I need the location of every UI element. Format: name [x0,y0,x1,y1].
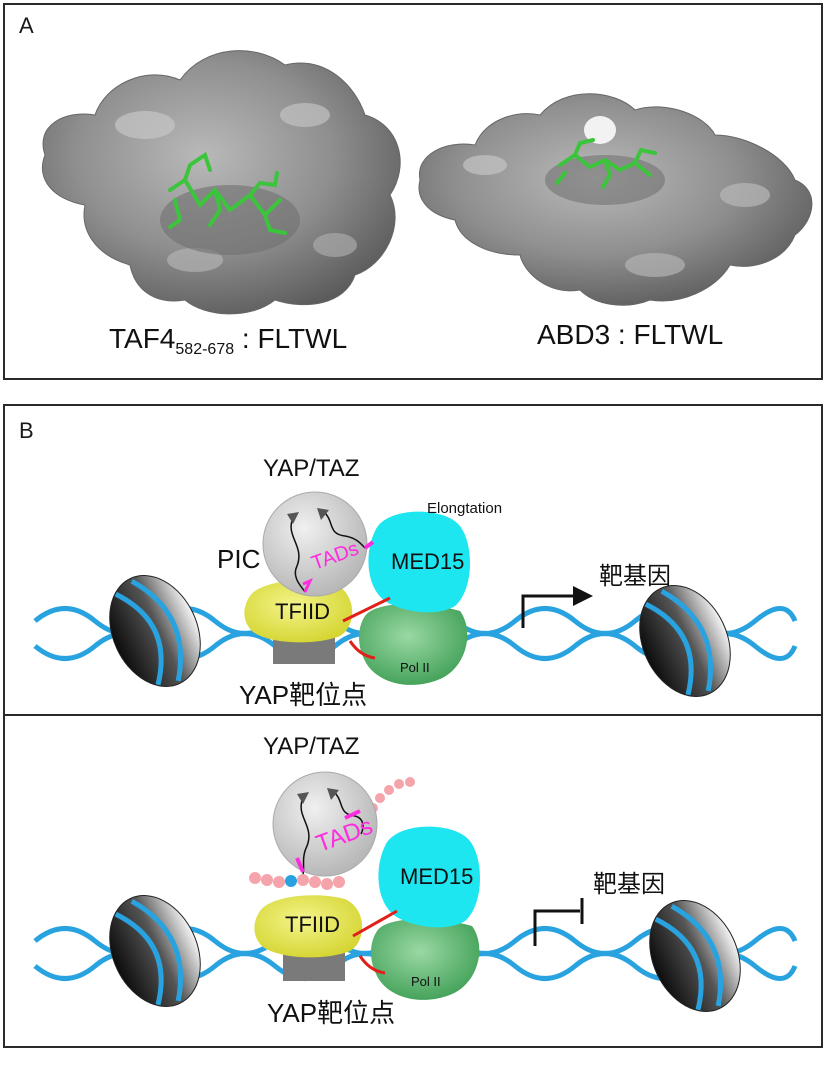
panel-b-divider [5,714,821,716]
yap-chains-top [290,510,366,593]
target-gene-label-top: 靶基因 [599,563,671,590]
nucleosome-left-bottom [109,895,201,1007]
panel-a-letter: A [19,13,34,38]
med15-label-top: MED15 [391,549,464,574]
taf4-ligand [168,151,287,235]
elongation-label: Elongtation [427,500,502,517]
med15-label-bottom: MED15 [400,864,473,889]
pol2-bottom [371,919,480,1000]
chain-head-2-bottom [327,788,339,800]
link-tfiid-pol2-bottom [358,955,386,975]
yap-taz-label-top: YAP/TAZ [263,455,359,482]
pol2-top [359,604,468,685]
chain-head-1-bottom [297,792,309,804]
med15-bottom [378,826,481,928]
panel-b-diagram: YAP/TAZ PIC TADs MED15 Elongtation TFIID… [33,455,798,1028]
tfiid-label-bottom: TFIID [285,912,340,937]
top-scheme: YAP/TAZ PIC TADs MED15 Elongtation TFIID… [33,455,798,710]
tss-arrow-head-top [573,586,593,606]
pol2-label-top: Pol II [400,660,430,675]
nucleosome-right-top [639,585,731,697]
taf4-caption-suffix: : FLTWL [234,323,348,354]
nucleosome-right-bottom [649,900,741,1012]
tfiid-label-top: TFIID [275,599,330,624]
target-gene-label-bottom: 靶基因 [593,871,665,898]
panel-a-structures [41,50,813,315]
med15-top [368,511,471,613]
target-site-label-bottom: YAP靶位点 [267,998,395,1028]
tss-repressed-top-bar [533,909,580,946]
tss-arrow-top [521,594,575,628]
taf4-caption-main: TAF4 [109,323,176,354]
pol2-label-bottom: Pol II [411,974,441,989]
panel-b: B [3,404,823,1048]
tfiid-top [244,580,353,643]
tad-mark-2-bottom [344,809,361,820]
panel-a: A [3,3,823,380]
target-site-label-top: YAP靶位点 [239,680,367,710]
pic-label: PIC [217,544,260,574]
yap-sphere-bottom [272,771,378,877]
tad-mark-1-top [302,578,313,593]
yap-taz-label-bottom: YAP/TAZ [263,733,359,760]
link-tfiid-med15-bottom [352,909,398,938]
tad-mark-1-bottom [295,857,305,873]
taf4-caption-subscript: 582-678 [175,341,235,358]
abd3-caption: ABD3 : FLTWL [537,319,724,350]
link-tfiid-pol2-top [348,640,376,660]
yap-chains-bottom [300,790,364,875]
panel-b-letter: B [19,418,34,443]
abd3-ligand [555,138,657,189]
abd3-surface [418,93,813,306]
chain-head-2-top [317,508,329,520]
taf4-surface [41,50,401,315]
taf4-caption: TAF4582-678 : FLTWL [109,323,347,359]
chain-head-1-top [287,512,299,524]
tad-mark-2-top [363,540,375,550]
bottom-scheme: YAP/TAZ TADs MED15 TFIID Pol II 靶基因 YAP靶… [33,733,798,1028]
link-tfiid-med15-top [342,596,391,623]
nucleosome-left-top [109,575,201,687]
peptide-chain-horizontal [249,872,345,890]
tfiid-bottom [254,895,363,958]
